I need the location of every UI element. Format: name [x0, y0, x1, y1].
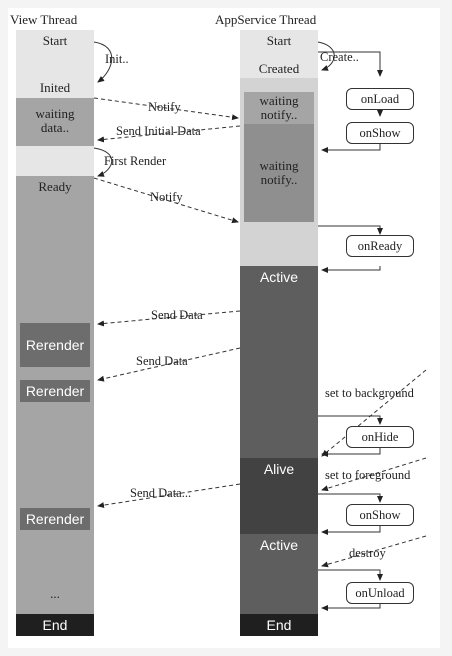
app-waiting2-line1: waiting [259, 158, 299, 173]
lifecycle-onshow-1: onShow [346, 122, 414, 144]
view-ellipsis: ... [50, 586, 60, 601]
label-set-to-background: set to background [325, 386, 414, 400]
arrow-send-data-1 [97, 310, 241, 327]
app-active-2: Active [240, 534, 318, 614]
connector-onshow-2 [318, 493, 383, 503]
view-waiting-data: waiting data.. [20, 99, 90, 143]
view-rerender-1: Rerender [20, 323, 90, 367]
arrow-set-background [321, 369, 427, 457]
lifecycle-onshow-2: onShow [346, 504, 414, 526]
view-waiting-line1: waiting [35, 106, 75, 121]
arrow-notify-1 [93, 97, 239, 121]
view-waiting-line2: data.. [40, 120, 70, 135]
view-end: End [16, 614, 94, 636]
label-first-render: First Render [104, 154, 167, 168]
app-waiting-notify-1: waiting notify.. [244, 92, 314, 124]
app-created: Created [240, 60, 318, 78]
arrow-send-data-2 [97, 347, 241, 382]
label-send-data-1: Send Data [151, 308, 203, 322]
view-thread-title: View Thread [10, 12, 78, 27]
connector-onshow-1-back [321, 144, 381, 153]
arrow-send-initial-data [97, 125, 241, 143]
app-waiting1-line2: notify.. [260, 107, 298, 122]
lifecycle-onready: onReady [346, 235, 414, 257]
lifecycle-onunload: onUnload [346, 582, 414, 604]
view-start: Start [16, 30, 94, 78]
label-init: Init.. [105, 52, 129, 66]
app-alive: Alive [240, 458, 318, 534]
arrow-layer [93, 41, 427, 611]
arrow-send-data-3 [97, 483, 241, 509]
connector-onhide [318, 415, 383, 425]
connector-onunload-back [321, 604, 381, 611]
arrow-first-render [93, 147, 113, 177]
lifecycle-onhide: onHide [346, 426, 414, 448]
view-first-render-area [16, 146, 94, 176]
view-inited: Inited [16, 78, 94, 98]
connector-onshow-2-back [321, 526, 381, 535]
app-end: End [240, 614, 318, 636]
label-notify-2: Notify [150, 190, 183, 204]
connector-onunload [318, 569, 383, 581]
app-waiting2-line2: notify.. [260, 172, 298, 187]
arrow-init [93, 41, 113, 83]
view-rerender-3: Rerender [20, 508, 90, 530]
view-rerender-2: Rerender [20, 380, 90, 402]
diagram-frame: View Thread AppService Thread Start Init… [8, 8, 440, 648]
arrow-create [317, 41, 335, 71]
label-send-initial-data: Send Initial Data [116, 124, 201, 138]
connector-onready [318, 225, 383, 235]
appservice-thread-title: AppService Thread [215, 12, 317, 27]
label-destroy: destroy [349, 546, 386, 560]
app-ready-area [240, 222, 318, 266]
app-waiting1-line1: waiting [259, 93, 299, 108]
app-active-1: Active [240, 266, 318, 458]
connector-onload [318, 51, 383, 77]
lifecycle-onload: onLoad [346, 88, 414, 110]
app-waiting-notify-2: waiting notify.. [244, 124, 314, 222]
connector-onready-back [321, 266, 381, 273]
label-set-to-foreground: set to foreground [325, 468, 411, 482]
label-send-data-2: Send Data [136, 354, 188, 368]
connector-onhide-back [321, 448, 381, 457]
label-create: Create.. [320, 50, 359, 64]
label-send-data-3: Send Data... [130, 486, 192, 500]
label-notify-1: Notify [148, 100, 181, 114]
